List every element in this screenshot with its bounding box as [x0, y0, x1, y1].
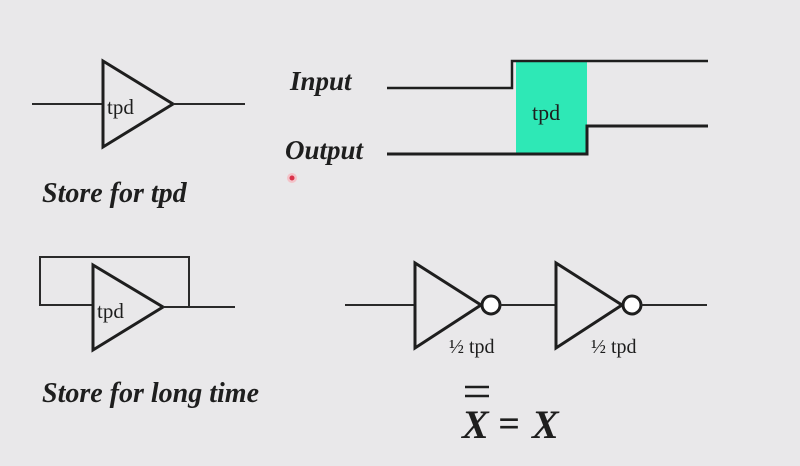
- inverter-2-triangle: [554, 260, 625, 351]
- feedback-loop-wire: [39, 256, 190, 307]
- inverter-1-bubble: [480, 294, 502, 316]
- inverter-2-bubble: [621, 294, 643, 316]
- pointer-dot: [287, 173, 297, 183]
- feedback-gate-label: tpd: [97, 299, 124, 323]
- double-negation-equation: X = X: [460, 385, 560, 447]
- inverter-1-triangle: [413, 260, 484, 351]
- caption-store-long: Store for long time: [42, 378, 259, 409]
- equation-equals: =: [498, 403, 520, 445]
- equation-rhs: X: [530, 402, 560, 447]
- input-waveform: [387, 59, 708, 90]
- buffer-gate-short: tpd: [32, 58, 245, 150]
- delay-highlight: [516, 61, 587, 155]
- input-signal-label: Input: [289, 66, 353, 96]
- buffer-gate-feedback: tpd: [39, 256, 235, 353]
- buffer-gate-label: tpd: [107, 95, 134, 119]
- inverter-1-label: ½ tpd: [449, 336, 495, 358]
- output-waveform: [387, 124, 708, 156]
- delay-label: tpd: [532, 100, 560, 125]
- caption-store-short: Store for tpd: [42, 178, 188, 209]
- inverter-2-label: ½ tpd: [591, 336, 637, 358]
- inverter-chain: ½ tpd ½ tpd: [345, 260, 707, 358]
- buffer-triangle: [101, 58, 176, 150]
- feedback-buffer-triangle: [91, 262, 166, 353]
- equation-lhs: X: [460, 402, 490, 447]
- timing-diagram: Input Output tpd: [285, 59, 708, 165]
- output-signal-label: Output: [285, 135, 365, 165]
- pointer-core: [289, 175, 295, 181]
